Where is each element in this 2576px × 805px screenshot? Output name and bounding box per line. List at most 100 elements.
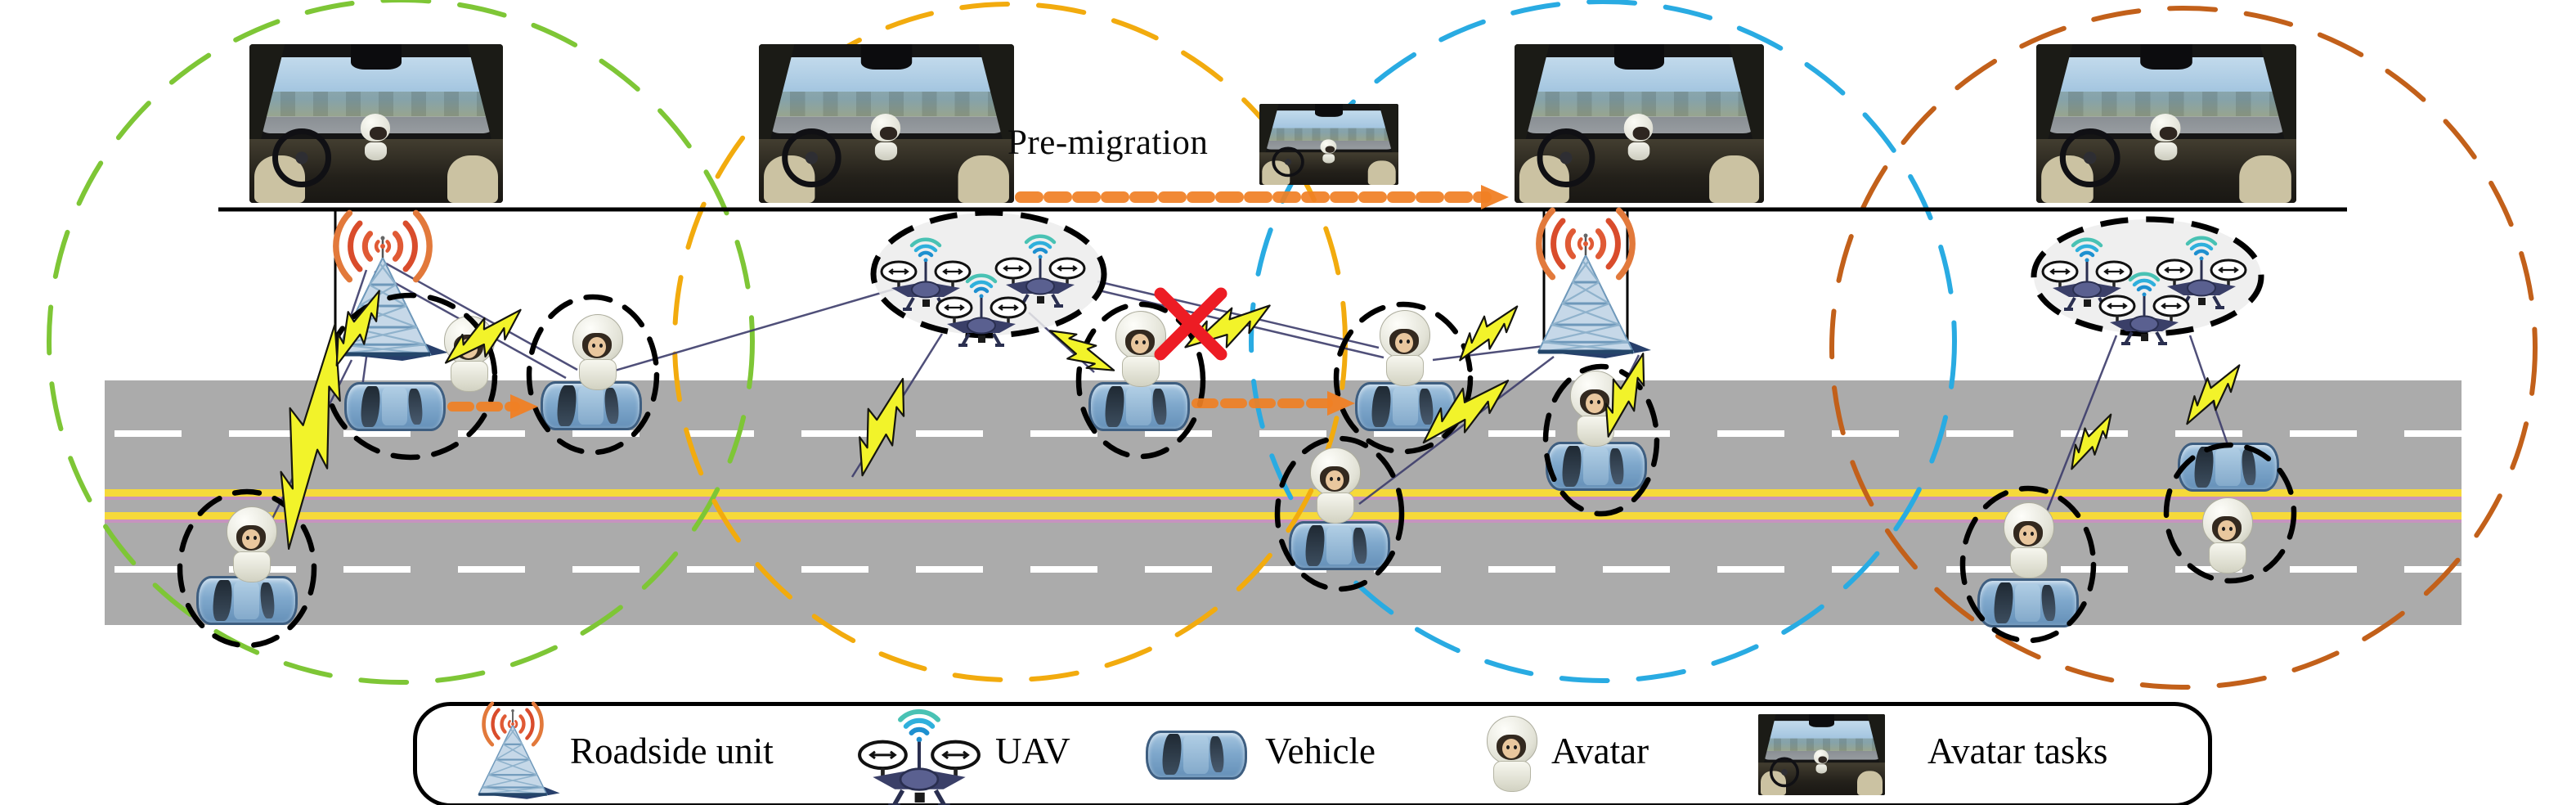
car-roof	[381, 387, 407, 426]
lightning-bolt-2	[321, 283, 392, 372]
car-roof	[1582, 447, 1609, 486]
interior-seat	[1856, 771, 1883, 795]
avatar-eye	[254, 536, 257, 540]
arrow-pre-migration	[1015, 185, 1509, 209]
interior-mirror	[1809, 714, 1834, 727]
legend-icons-layer	[478, 701, 2208, 803]
lane-dash-line	[114, 566, 2462, 573]
avatar-face	[1497, 735, 1526, 760]
mini-avatar-body	[365, 142, 388, 161]
car-roof	[2215, 447, 2241, 487]
car-roof	[577, 386, 604, 425]
avatar-face	[1580, 389, 1609, 415]
avatar-face	[454, 335, 483, 360]
avatar-9	[2201, 497, 2253, 573]
avatar-eye	[1506, 745, 1510, 749]
legend-label-avatar: Avatar	[1551, 730, 1649, 771]
mini-avatar-body	[1322, 154, 1335, 164]
interior-mirror	[1315, 104, 1343, 117]
vehicle-car-7	[196, 576, 298, 625]
mini-avatar-face	[370, 126, 388, 140]
interior-treeline	[262, 92, 491, 117]
center-yellow-line	[105, 512, 2462, 519]
avatar-body	[1386, 355, 1424, 386]
car-roof	[1392, 387, 1418, 426]
interior-treeline	[2049, 92, 2284, 117]
avatar-eye	[1337, 477, 1340, 481]
lightning-bolt-6	[1178, 294, 1278, 362]
interior-seat	[958, 155, 1009, 203]
avatar-body	[579, 359, 617, 390]
comm-leader-line	[608, 286, 899, 374]
avatar-5	[1309, 447, 1361, 524]
rsu-2-signal-icon	[1536, 207, 1636, 281]
avatar-tasks-image-tasks-1	[249, 44, 503, 203]
legend-label-rsu: Roadside unit	[570, 730, 774, 771]
steering-wheel	[1272, 146, 1304, 178]
avatar-body	[1493, 761, 1531, 792]
avatar-face	[236, 525, 266, 551]
steering-wheel	[272, 128, 331, 187]
avatar-body	[1577, 416, 1614, 447]
lightning-bolt-7	[1449, 296, 1527, 369]
avatar-eye	[1399, 340, 1402, 344]
avatar-body	[233, 551, 271, 582]
avatar-face-skin	[1326, 470, 1344, 490]
tower-shadow	[340, 330, 448, 361]
interior-mirror	[860, 44, 913, 70]
rsu-callout-bracket	[1542, 209, 1629, 349]
avatar-face-skin	[1586, 394, 1604, 413]
road	[105, 380, 2462, 625]
avatar-tasks-image-tasks-3	[1259, 104, 1398, 185]
lightning-bolt-5	[1043, 320, 1120, 385]
interior-seat	[1367, 160, 1396, 185]
interior-seat	[1708, 155, 1759, 203]
avatar-body	[1122, 356, 1160, 387]
interior-frame	[2036, 44, 2296, 203]
interior-seat	[447, 155, 498, 203]
interior-frame	[1259, 104, 1398, 185]
avatar-tasks-image-tasks-2	[759, 44, 1014, 203]
avatar-7	[226, 506, 277, 582]
vehicle-car-1	[344, 382, 446, 431]
comm-leader-line	[360, 273, 379, 394]
avatar-eye	[1330, 477, 1333, 481]
vehicle-car-9	[2178, 443, 2279, 492]
avatar-body	[2010, 547, 2048, 578]
avatar-eye	[599, 344, 603, 348]
mini-avatar-face	[2160, 126, 2178, 140]
car-roof	[2014, 583, 2040, 623]
interior-mirror	[2140, 44, 2192, 70]
interior-treeline	[1764, 738, 1879, 751]
avatar-eye	[1597, 400, 1600, 404]
vehicle-car-3	[1088, 382, 1190, 431]
avatar-eye	[1135, 340, 1138, 344]
mini-avatar-face	[1632, 126, 1650, 140]
avatar-6	[1569, 371, 1621, 447]
car-roof	[233, 581, 259, 620]
legend-avatar-tasks-icon	[1758, 714, 1885, 795]
tower-shadow	[1543, 327, 1651, 358]
avatar-tasks-image-tasks-4	[1515, 44, 1764, 203]
failed-link-x-icon	[1154, 287, 1227, 361]
legend-vehicle-icon	[1146, 730, 1247, 780]
avatar-eye	[2229, 527, 2233, 531]
avatar-eye	[2222, 527, 2225, 531]
avatar-face-skin	[2218, 520, 2236, 540]
interior-frame	[759, 44, 1014, 203]
avatar-eye	[1590, 400, 1593, 404]
avatar-face-skin	[588, 337, 606, 357]
avatar-face-skin	[460, 339, 478, 358]
avatar-face	[1320, 466, 1349, 492]
rsu-1-tower-icon	[334, 236, 448, 361]
avatar-body	[451, 361, 488, 392]
interior-mirror	[351, 44, 402, 70]
avatar-face-skin	[1131, 334, 1149, 353]
interior-mirror	[1614, 44, 1664, 70]
vehicle-car-8	[1977, 578, 2079, 627]
vehicle-car-4	[1355, 382, 1456, 431]
interior-treeline	[1527, 92, 1752, 117]
avatar-face	[2212, 516, 2242, 542]
rsu-callout-bracket	[334, 209, 386, 356]
